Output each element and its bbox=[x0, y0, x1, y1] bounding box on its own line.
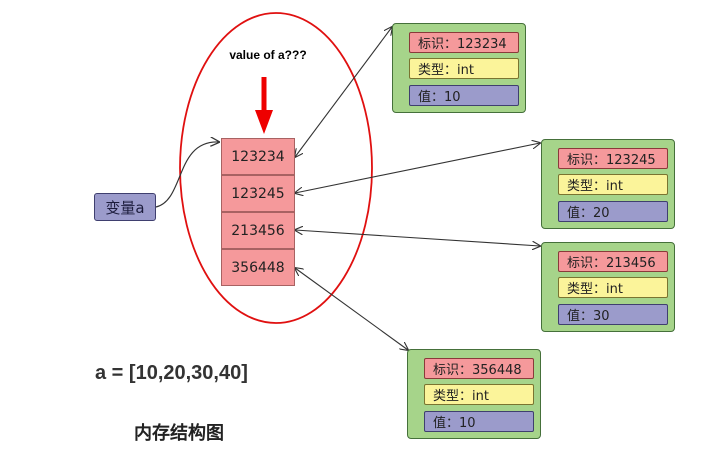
object-1-type: 类型：int bbox=[409, 58, 519, 79]
memory-cell-4: 356448 bbox=[221, 249, 295, 286]
object-4-type: 类型：int bbox=[424, 384, 534, 405]
memory-cell-1: 123234 bbox=[221, 138, 295, 175]
variable-a-label: 变量a bbox=[105, 198, 145, 217]
object-box-3: 标识：213456 类型：int 值：30 bbox=[541, 242, 675, 332]
object-box-1: 标识：123234 类型：int 值：10 bbox=[392, 23, 526, 113]
object-box-4: 标识：356448 类型：int 值：10 bbox=[407, 349, 541, 439]
diagram-caption: 内存结构图 bbox=[134, 423, 224, 444]
memory-cell-2: 123245 bbox=[221, 175, 295, 212]
object-3-type: 类型：int bbox=[558, 277, 668, 298]
object-2-id: 标识：123245 bbox=[558, 148, 668, 169]
object-box-2: 标识：123245 类型：int 值：20 bbox=[541, 139, 675, 229]
red-pointer-arrowhead bbox=[255, 110, 273, 134]
object-3-id: 标识：213456 bbox=[558, 251, 668, 272]
object-2-value: 值：20 bbox=[558, 201, 668, 222]
list-expression: a = [10,20,30,40] bbox=[95, 362, 248, 384]
object-1-value: 值：10 bbox=[409, 85, 519, 106]
link-cell-4 bbox=[295, 268, 408, 350]
variable-link bbox=[155, 142, 219, 208]
variable-a-box: 变量a bbox=[94, 193, 156, 221]
link-cell-3 bbox=[295, 230, 540, 246]
pointer-annotation: value of a??? bbox=[229, 48, 307, 62]
object-4-id: 标识：356448 bbox=[424, 358, 534, 379]
object-4-value: 值：10 bbox=[424, 411, 534, 432]
memory-cell-3: 213456 bbox=[221, 212, 295, 249]
link-cell-1 bbox=[295, 27, 392, 157]
object-2-type: 类型：int bbox=[558, 174, 668, 195]
object-1-id: 标识：123234 bbox=[409, 32, 519, 53]
object-3-value: 值：30 bbox=[558, 304, 668, 325]
link-cell-2 bbox=[295, 143, 540, 193]
